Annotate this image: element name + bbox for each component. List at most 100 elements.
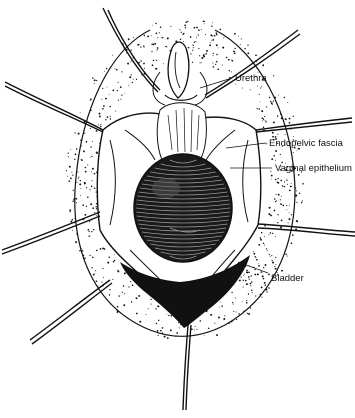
stipple-dot — [210, 314, 212, 316]
stipple-dot — [86, 141, 88, 143]
stipple-dot — [117, 90, 118, 91]
stipple-dot — [192, 50, 193, 51]
stipple-dot — [260, 239, 262, 241]
stipple-dot — [144, 35, 146, 37]
stipple-dot — [221, 305, 222, 306]
stipple-dot — [80, 188, 81, 189]
stipple-dot — [211, 25, 212, 26]
stipple-dot — [275, 160, 276, 161]
stipple-dot — [100, 126, 102, 128]
stipple-dot — [68, 180, 70, 182]
stipple-dot — [238, 36, 239, 37]
stipple-dot — [265, 120, 266, 121]
stipple-dot — [76, 182, 77, 183]
stipple-dot — [102, 248, 104, 250]
stipple-dot — [260, 101, 261, 102]
stipple-dot — [96, 151, 98, 153]
stipple-dot — [68, 156, 69, 157]
stipple-dot — [243, 275, 244, 276]
stipple-dot — [136, 313, 138, 315]
stipple-dot — [281, 196, 282, 197]
stipple-dot — [146, 314, 147, 315]
stipple-dot — [289, 190, 291, 192]
stipple-dot — [246, 283, 248, 285]
stipple-dot — [153, 60, 154, 61]
stipple-dot — [199, 55, 200, 56]
stipple-dot — [238, 313, 239, 314]
stipple-dot — [277, 214, 278, 215]
stipple-dot — [124, 93, 125, 94]
stipple-dot — [275, 268, 277, 270]
stipple-dot — [293, 116, 294, 117]
stipple-dot — [256, 259, 258, 261]
stipple-dot — [271, 179, 272, 180]
stipple-dot — [196, 37, 197, 38]
stipple-dot — [129, 76, 131, 78]
stipple-dot — [69, 209, 71, 211]
stipple-dot — [249, 279, 250, 280]
stipple-dot — [121, 94, 122, 95]
stipple-dot — [69, 166, 71, 168]
bladder-label: Bladder — [271, 273, 304, 284]
stipple-dot — [91, 231, 92, 232]
stipple-dot — [245, 280, 247, 282]
stipple-dot — [99, 115, 101, 117]
stipple-dot — [112, 90, 114, 92]
stipple-dot — [136, 79, 137, 80]
stipple-dot — [128, 85, 129, 86]
stipple-dot — [96, 280, 98, 282]
stipple-dot — [255, 256, 256, 257]
stipple-dot — [136, 297, 138, 299]
stipple-dot — [248, 276, 250, 278]
stipple-dot — [107, 116, 109, 118]
stipple-dot — [271, 158, 273, 160]
stipple-dot — [260, 88, 261, 89]
stipple-dot — [75, 241, 77, 243]
stipple-dot — [282, 185, 284, 187]
stipple-dot — [282, 205, 284, 207]
stipple-dot — [70, 221, 72, 223]
stipple-dot — [299, 193, 300, 194]
stipple-dot — [160, 27, 161, 28]
stipple-dot — [127, 63, 129, 65]
stipple-dot — [139, 321, 141, 323]
stipple-dot — [270, 214, 272, 216]
stipple-dot — [157, 37, 158, 38]
stipple-dot — [264, 236, 265, 237]
stipple-dot — [216, 61, 218, 63]
stipple-dot — [229, 70, 230, 71]
stipple-dot — [130, 62, 131, 63]
stipple-dot — [205, 34, 206, 35]
stipple-dot — [190, 53, 191, 54]
stipple-dot — [277, 222, 278, 223]
stipple-dot — [102, 268, 103, 269]
stipple-dot — [233, 311, 234, 312]
stipple-dot — [231, 71, 232, 72]
stipple-dot — [78, 177, 79, 178]
stipple-dot — [277, 178, 278, 179]
stipple-dot — [215, 64, 216, 65]
stipple-dot — [162, 327, 164, 329]
stipple-dot — [147, 35, 149, 37]
stipple-dot — [92, 141, 93, 142]
stipple-dot — [257, 86, 258, 87]
stipple-dot — [297, 221, 298, 222]
stipple-dot — [120, 86, 122, 88]
stipple-dot — [116, 69, 118, 71]
stipple-dot — [91, 180, 92, 181]
stipple-dot — [247, 313, 249, 315]
stipple-dot — [246, 302, 248, 304]
stipple-dot — [67, 176, 68, 177]
stipple-dot — [272, 262, 274, 264]
stipple-dot — [226, 57, 227, 58]
stipple-dot — [274, 198, 276, 200]
stipple-dot — [155, 23, 156, 24]
stipple-dot — [198, 48, 199, 49]
stipple-dot — [246, 300, 247, 301]
stipple-dot — [269, 207, 271, 209]
stipple-dot — [82, 146, 83, 147]
stipple-dot — [103, 277, 104, 278]
stipple-dot — [239, 280, 241, 282]
stipple-dot — [216, 54, 218, 56]
stipple-dot — [211, 40, 212, 41]
